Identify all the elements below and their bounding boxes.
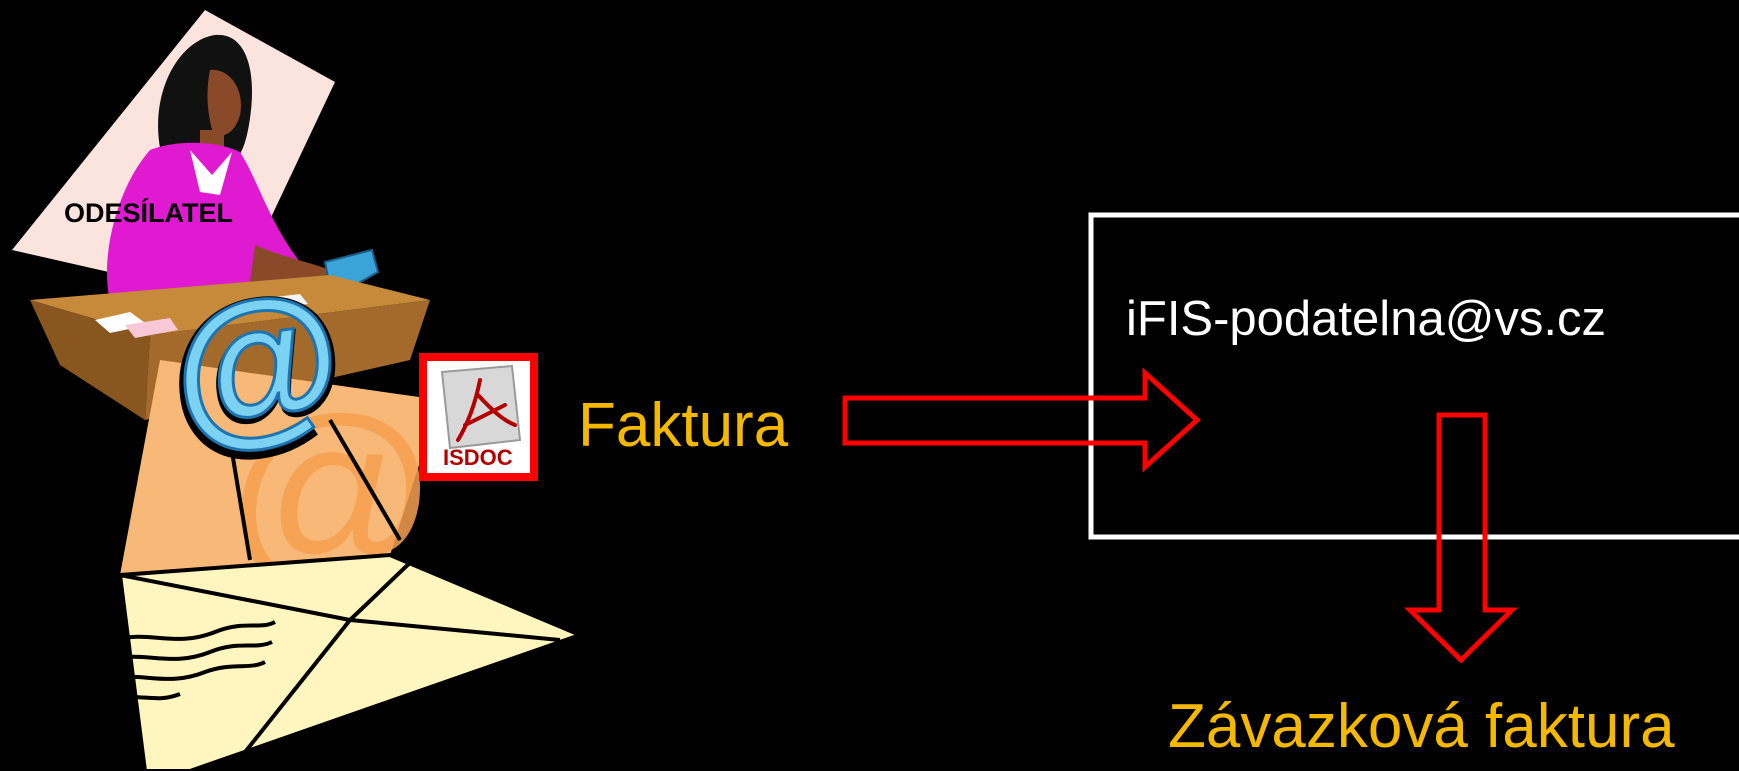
isdoc-badge-label: ISDOC — [443, 445, 513, 470]
mailbox-box — [1088, 212, 1739, 540]
envelope-icon: @ — [107, 360, 586, 771]
right-arrow-icon — [842, 367, 1201, 473]
down-arrow-icon — [1403, 412, 1519, 664]
svg-text:@: @ — [160, 256, 353, 469]
svg-text:@: @ — [152, 252, 359, 481]
sender-label: ODESÍLATEL — [64, 198, 234, 228]
mailbox-address: iFIS-podatelna@vs.cz — [1126, 292, 1607, 346]
liability-invoice-label: Závazková faktura — [1168, 692, 1675, 761]
pdf-isdoc-icon — [419, 353, 538, 481]
woman-at-desk-clipart-icon — [12, 10, 430, 420]
at-sign-icon: @ @ — [152, 252, 359, 481]
invoice-label: Faktura — [578, 391, 789, 460]
